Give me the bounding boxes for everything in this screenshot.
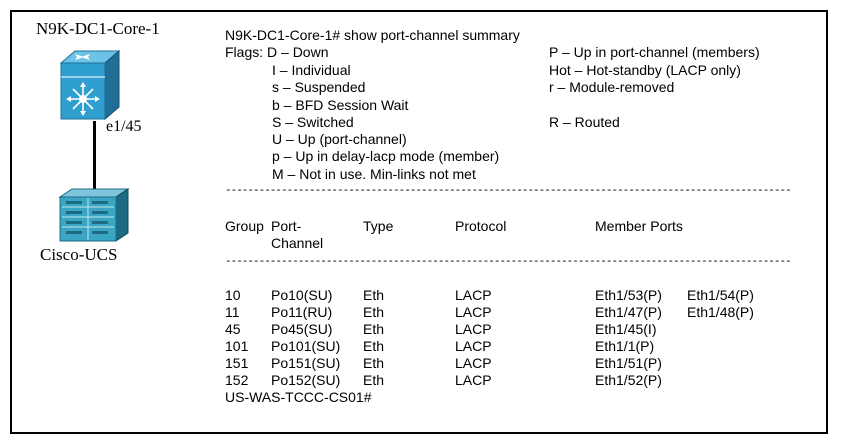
flag-r-lower: r – Module-removed	[549, 79, 675, 95]
separator-top: ----------------------------------------…	[225, 185, 791, 197]
cell-group: 45	[225, 321, 241, 337]
cli-prompt: US-WAS-TCCC-CS01#	[225, 389, 372, 405]
cell-group: 11	[225, 304, 240, 320]
flag-m: M – Not in use. Min-links not met	[272, 166, 476, 182]
flag-p-lower: p – Up in delay-lacp mode (member)	[272, 148, 500, 164]
cell-port-channel: Po151(SU)	[271, 355, 341, 371]
flag-b: b – BFD Session Wait	[272, 97, 409, 113]
cell-member-1: Eth1/53(P)	[595, 287, 662, 303]
server-label: Cisco-UCS	[40, 245, 118, 264]
cell-protocol: LACP	[455, 338, 492, 354]
cell-member-2: Eth1/54(P)	[687, 287, 754, 303]
cell-type: Eth	[363, 304, 385, 320]
flag-p-upper: P – Up in port-channel (members)	[549, 44, 760, 60]
cell-group: 101	[225, 338, 249, 354]
header-member-ports: Member Ports	[595, 218, 683, 234]
cell-type: Eth	[363, 338, 385, 354]
flag-hot: Hot – Hot-standby (LACP only)	[549, 62, 741, 78]
flag-s-lower: s – Suspended	[272, 79, 366, 95]
cell-member-2: Eth1/48(P)	[687, 304, 754, 320]
ucs-server-icon	[58, 188, 130, 242]
cell-type: Eth	[363, 372, 385, 388]
header-port-line1: Port-	[271, 218, 302, 234]
header-type: Type	[363, 218, 394, 234]
flag-r-upper: R – Routed	[549, 114, 620, 130]
cell-group: 10	[225, 287, 241, 303]
cell-member-1: Eth1/52(P)	[595, 372, 662, 388]
header-group: Group	[225, 218, 264, 234]
cell-port-channel: Po101(SU)	[271, 338, 341, 354]
nexus-switch-icon	[59, 49, 121, 121]
core-device-label: N9K-DC1-Core-1	[36, 19, 160, 38]
cell-protocol: LACP	[455, 372, 492, 388]
cell-port-channel: Po10(SU)	[271, 287, 333, 303]
flag-i: I – Individual	[272, 62, 351, 78]
cell-type: Eth	[363, 321, 385, 337]
cell-member-1: Eth1/45(I)	[595, 321, 657, 337]
cell-member-1: Eth1/47(P)	[595, 304, 662, 320]
cell-port-channel: Po152(SU)	[271, 372, 341, 388]
cell-protocol: LACP	[455, 304, 492, 320]
cell-protocol: LACP	[455, 287, 492, 303]
cell-port-channel: Po45(SU)	[271, 321, 333, 337]
cell-member-1: Eth1/1(P)	[595, 338, 655, 354]
cell-type: Eth	[363, 287, 385, 303]
flag-d: Flags: D – Down	[225, 44, 329, 60]
cell-member-1: Eth1/51(P)	[595, 355, 662, 371]
cell-protocol: LACP	[455, 355, 492, 371]
cell-group: 152	[225, 372, 249, 388]
header-port-line2: Channel	[271, 235, 324, 251]
link-line	[93, 121, 96, 189]
cell-protocol: LACP	[455, 321, 492, 337]
flag-u: U – Up (port-channel)	[272, 131, 407, 147]
cell-type: Eth	[363, 355, 385, 371]
separator-bottom: ----------------------------------------…	[225, 256, 791, 268]
cli-command: N9K-DC1-Core-1# show port-channel summar…	[225, 27, 520, 43]
link-port-label: e1/45	[106, 118, 142, 135]
cell-port-channel: Po11(RU)	[271, 304, 333, 320]
header-protocol: Protocol	[455, 218, 507, 234]
flag-s-upper: S – Switched	[272, 114, 354, 130]
figure-frame	[10, 10, 828, 434]
cell-group: 151	[225, 355, 249, 371]
